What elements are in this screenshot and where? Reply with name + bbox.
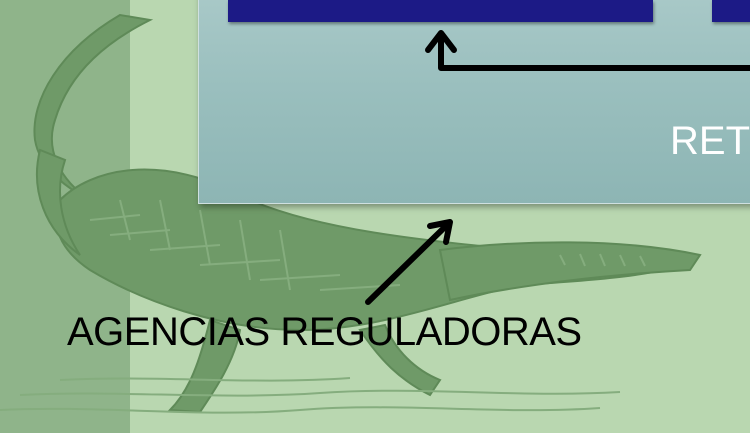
top-box-right	[712, 0, 750, 22]
diagonal-arrow-icon	[365, 221, 451, 305]
agencias-reguladoras-label: AGENCIAS REGULADORAS	[67, 310, 582, 354]
top-box-left	[228, 0, 653, 22]
connector-line	[438, 32, 750, 71]
up-arrow-icon	[425, 30, 457, 53]
content-panel	[198, 0, 750, 204]
ret-label: RET	[670, 119, 750, 163]
